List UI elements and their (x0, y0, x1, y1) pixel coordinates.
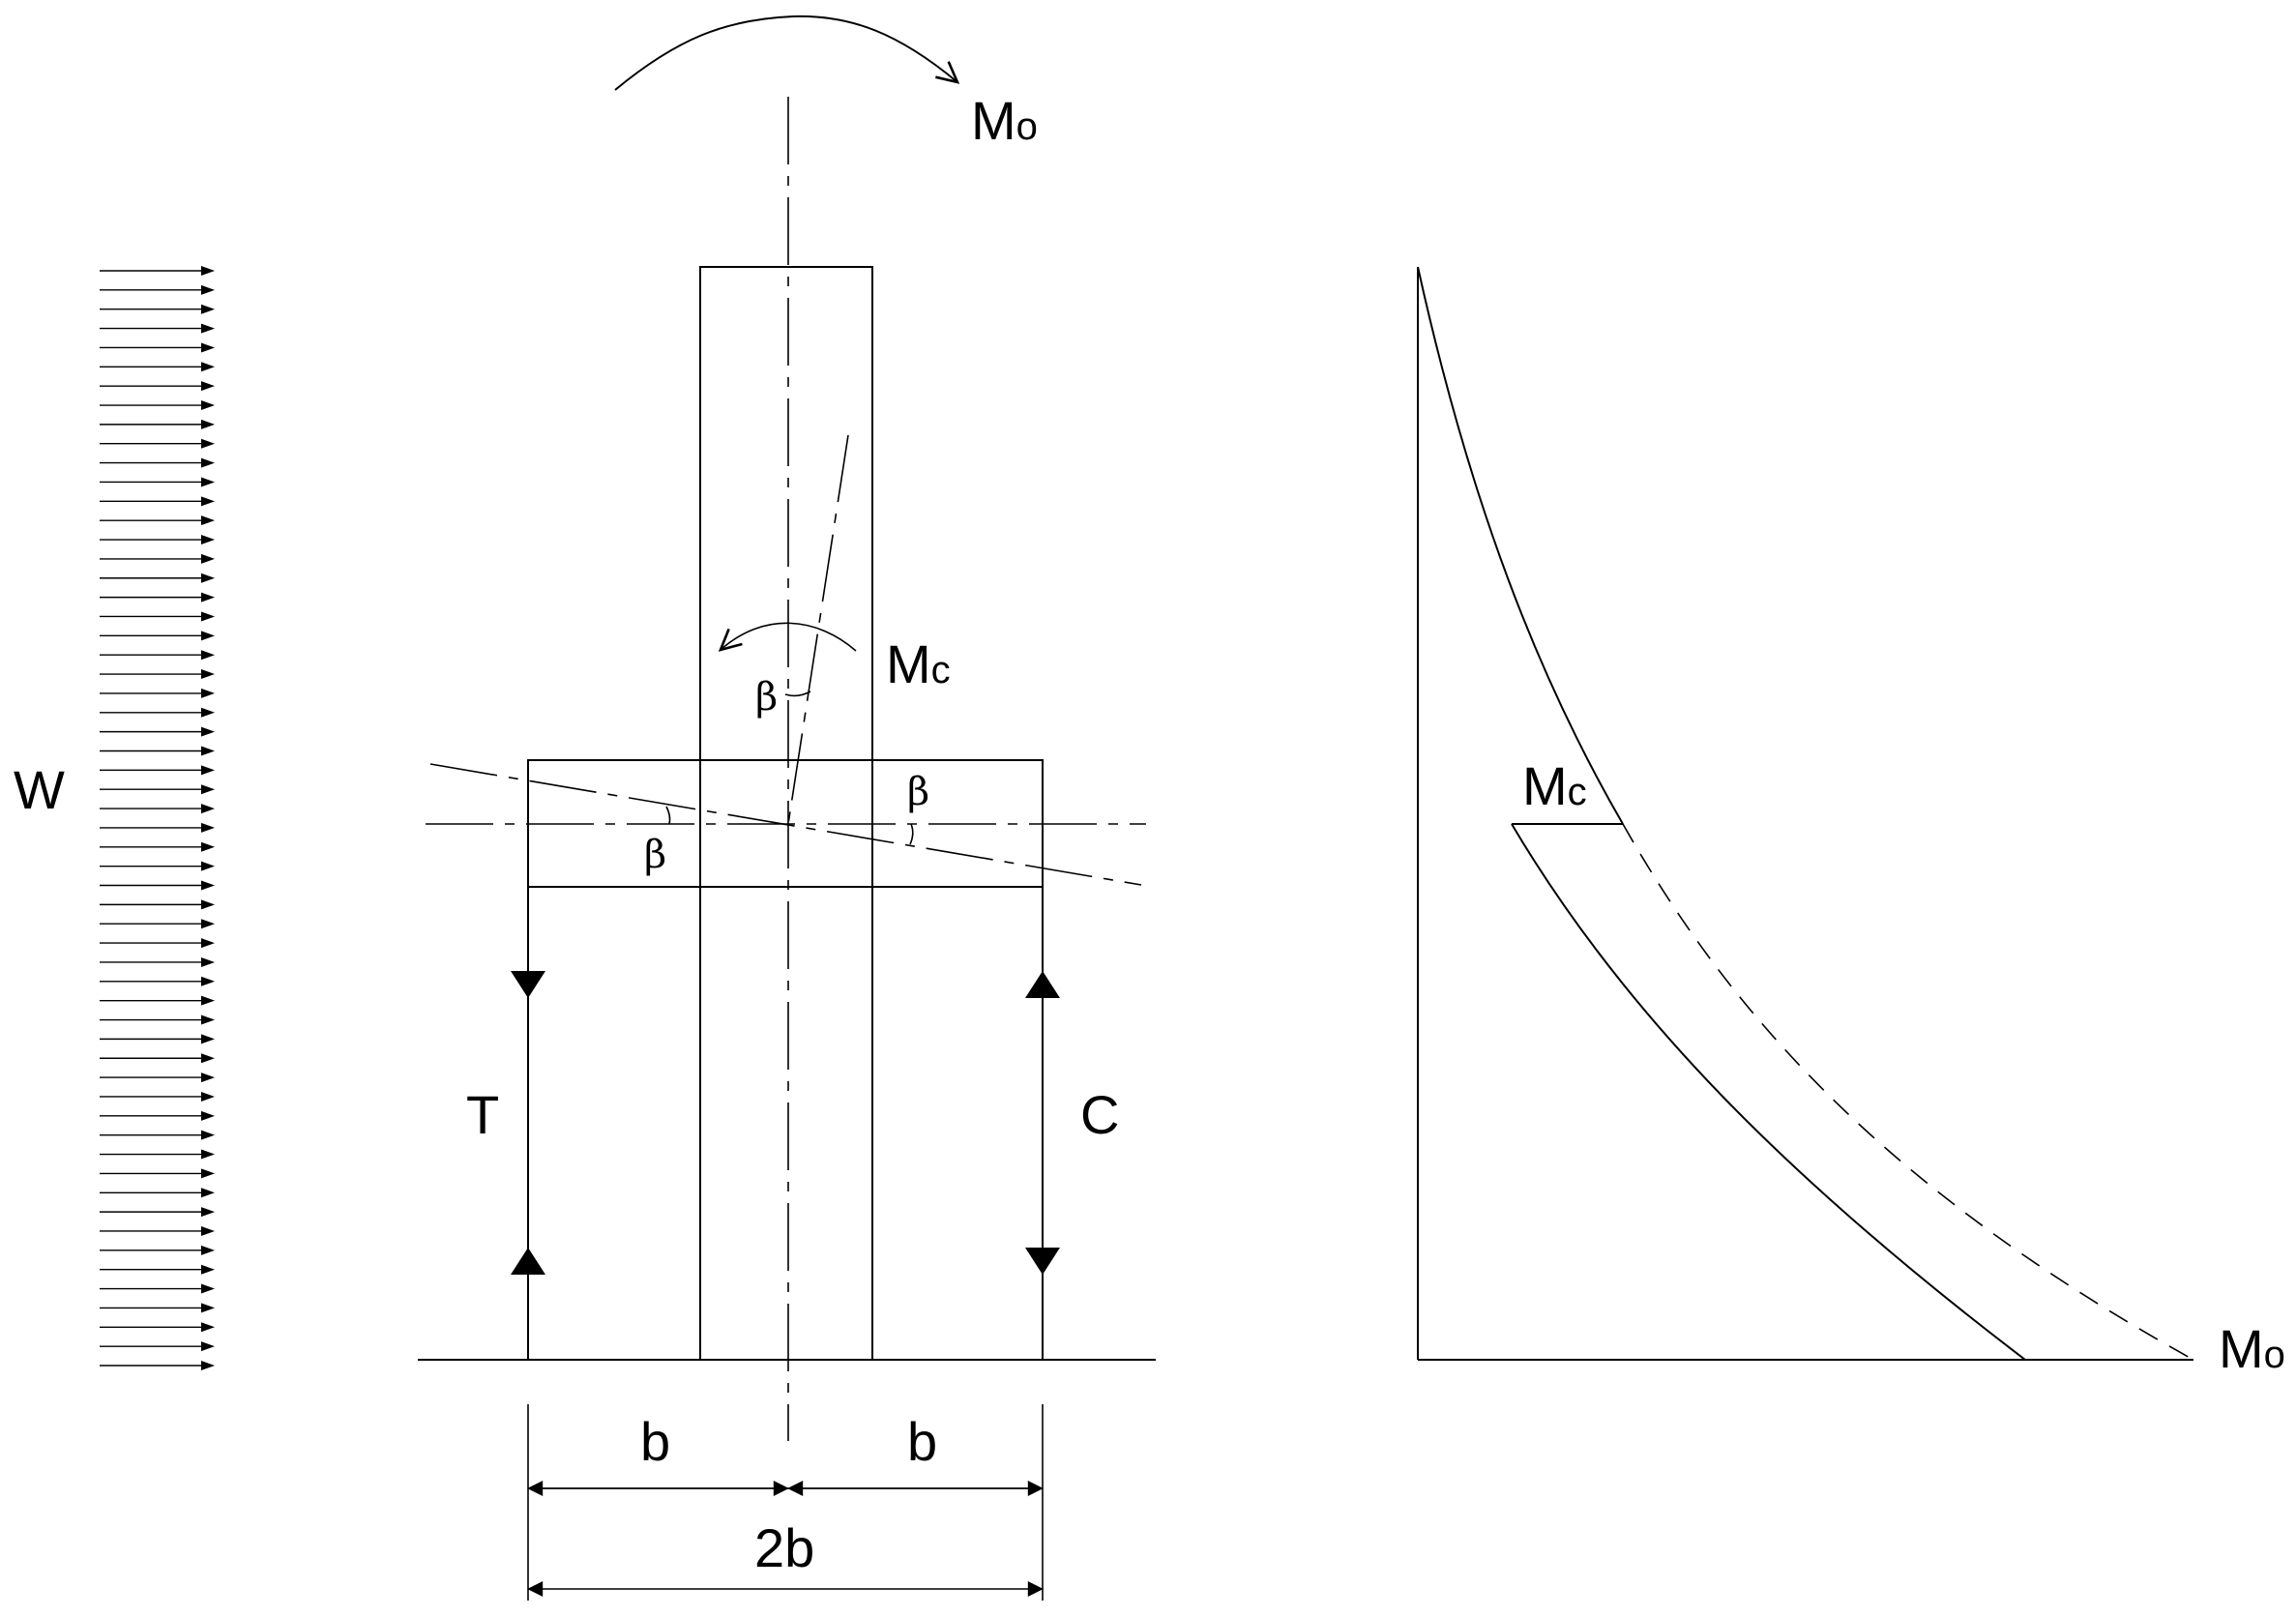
top-moment-main: M (971, 90, 1016, 151)
column-moment-sub: c (931, 649, 951, 691)
column-moment-label: Mc (886, 633, 951, 694)
wind-arrow-head (201, 477, 215, 487)
wind-arrow-head (201, 553, 215, 564)
column (699, 266, 873, 1361)
wind-arrow-head (201, 535, 215, 545)
wind-arrow-head (201, 861, 215, 871)
tension-label: T (466, 1084, 499, 1145)
wind-arrow-head (201, 707, 215, 718)
wind-arrow-head (201, 1361, 215, 1370)
wind-arrow-head (201, 919, 215, 929)
wind-arrow-head (201, 688, 215, 698)
wind-arrow-head (201, 400, 215, 411)
beta-arc-right (909, 823, 914, 845)
wind-label: W (14, 759, 65, 820)
wind-arrow-head (201, 438, 215, 449)
wind-arrow-head (201, 841, 215, 852)
wind-arrow-head (201, 1130, 215, 1140)
wind-arrow-head (201, 362, 215, 372)
graph-dashed-curve (1622, 823, 2194, 1361)
wind-arrow-head (201, 765, 215, 776)
wind-arrow-head (201, 976, 215, 986)
wind-arrow-head (201, 995, 215, 1006)
wind-arrow-head (201, 784, 215, 795)
wind-arrow-head (201, 342, 215, 353)
wind-arrow-head (201, 515, 215, 526)
wind-arrow-head (201, 956, 215, 967)
wind-arrow-head (201, 304, 215, 314)
wind-arrow-head (201, 1245, 215, 1255)
wind-arrow-head (201, 726, 215, 737)
dim-2b-label: 2b (754, 1517, 814, 1578)
beta-arc-left (665, 806, 671, 825)
top-moment-sub: o (1016, 105, 1038, 148)
dim-b-left-label: b (640, 1411, 670, 1472)
rotated-column-axis (787, 434, 849, 825)
graph-mo-main: M (2219, 1318, 2264, 1379)
column-moment-arrow (721, 622, 857, 651)
rotated-footing-axis (429, 763, 1142, 886)
wind-arrow-head (201, 323, 215, 334)
wind-arrow-head (201, 804, 215, 814)
wind-arrow-head (201, 1168, 215, 1179)
wind-arrow-head (201, 746, 215, 756)
graph-mo-sub: o (2264, 1334, 2285, 1376)
graph-mc-sub: c (1568, 771, 1587, 813)
wind-arrow-head (201, 1283, 215, 1294)
top-moment-label: Mo (971, 90, 1038, 151)
beta-label-left: β (644, 833, 666, 877)
wind-arrow-head (201, 1053, 215, 1064)
wind-arrow-head (201, 611, 215, 622)
wind-arrow-head (201, 1091, 215, 1102)
wind-arrow-head (201, 1149, 215, 1160)
compression-arrow-top (1025, 971, 1060, 998)
compression-label: C (1080, 1084, 1119, 1145)
graph-reduced-curve (1511, 823, 2026, 1361)
wind-arrow-head (201, 266, 215, 276)
compression-arrow-bottom (1025, 1248, 1060, 1275)
tension-arrow-top (511, 971, 545, 998)
wind-arrow-head (201, 419, 215, 429)
wind-arrow-head (201, 1034, 215, 1044)
beta-label-column: β (755, 675, 778, 720)
wind-arrow-head (201, 1322, 215, 1333)
wind-arrow-head (201, 899, 215, 910)
wind-arrow-head (201, 1073, 215, 1083)
wind-arrow-head (201, 457, 215, 468)
column-moment-main: M (886, 633, 931, 694)
beta-label-right: β (907, 770, 929, 814)
wind-arrow-head (201, 669, 215, 680)
dim-b-right-label: b (907, 1411, 937, 1472)
graph-mc-label: Mc (1522, 755, 1587, 816)
wind-arrow-head (201, 1341, 215, 1352)
beta-arc-column (784, 691, 811, 697)
wind-arrow-head (201, 1303, 215, 1313)
tension-arrow-bottom (511, 1248, 545, 1275)
wind-arrow-head (201, 1014, 215, 1025)
wind-load-arrows (100, 266, 215, 1370)
wind-arrow-head (201, 284, 215, 295)
wind-arrow-head (201, 381, 215, 392)
graph-mo-label: Mo (2219, 1318, 2285, 1379)
wind-arrow-head (201, 592, 215, 603)
wind-arrow-head (201, 496, 215, 507)
wind-arrow-head (201, 1264, 215, 1275)
wind-arrow-head (201, 1207, 215, 1218)
wind-arrow-head (201, 631, 215, 641)
wind-arrow-head (201, 822, 215, 833)
top-moment-arrow (614, 15, 957, 91)
wind-arrow-head (201, 880, 215, 891)
wind-arrow-head (201, 1225, 215, 1236)
wind-arrow-head (201, 1110, 215, 1121)
wind-arrow-head (201, 1188, 215, 1198)
wind-arrow-head (201, 650, 215, 661)
graph-mc-main: M (1522, 755, 1568, 816)
graph-upper-curve (1417, 266, 1624, 825)
wind-arrow-head (201, 573, 215, 583)
wind-arrow-head (201, 938, 215, 949)
